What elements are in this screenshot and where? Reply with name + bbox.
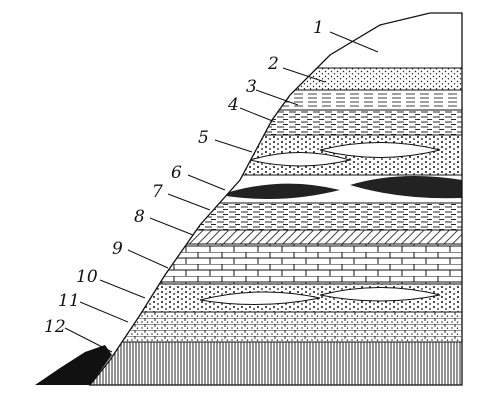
layer-12-vertical-lines [90,342,462,385]
label-10: 10 [76,267,98,287]
label-12: 12 [44,317,66,337]
layer-10-lens-shapes [199,287,441,306]
talus-scree [35,345,112,385]
label-8: 8 [134,207,145,227]
label-2: 2 [267,54,279,74]
layer-7-shale [90,203,462,230]
layer-4-shale [90,110,462,135]
layer-5-lens-shapes [248,142,441,167]
label-7: 7 [152,182,163,202]
label-1: 1 [313,18,324,38]
cliff-outline [88,12,463,386]
label-11: 11 [58,291,80,311]
layer-strata [90,67,462,385]
label-3: 3 [246,77,257,97]
label-5: 5 [198,128,209,148]
label-9: 9 [112,239,123,259]
leader-lines [64,31,379,353]
layer-labels: 1 2 3 4 5 6 7 8 9 10 11 12 [44,18,324,337]
layer-8-hatched-band [90,229,462,245]
layer-11-dotted-bricks [90,312,462,342]
label-6: 6 [171,163,182,183]
layer-9-limestone [90,244,462,284]
label-4: 4 [227,95,239,115]
layer-6-lens-shapes [220,176,462,199]
